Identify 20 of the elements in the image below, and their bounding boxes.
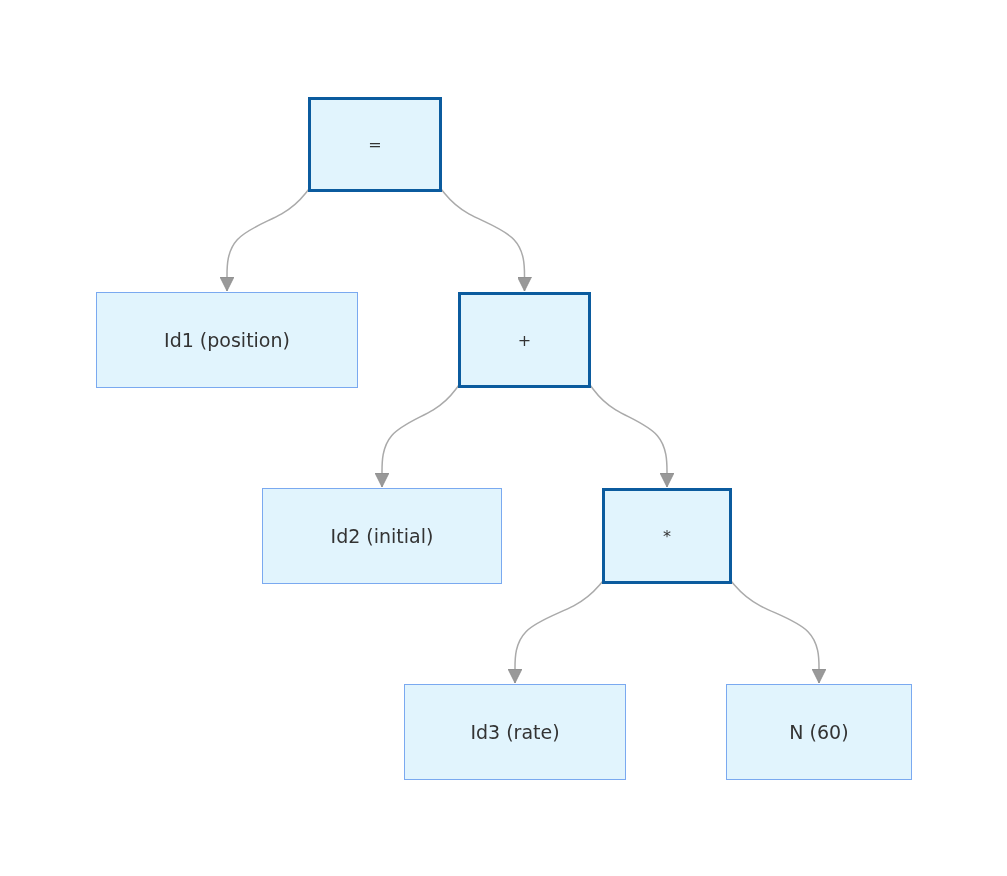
operand-box bbox=[262, 488, 502, 584]
arrow bbox=[219, 188, 310, 292]
operator-box bbox=[458, 292, 591, 388]
node-label: * bbox=[663, 526, 671, 546]
operator-box bbox=[602, 488, 732, 584]
arrow bbox=[589, 384, 675, 488]
operator-box bbox=[308, 97, 442, 192]
node-label: + bbox=[517, 330, 532, 350]
arrow bbox=[374, 384, 460, 488]
operand-box bbox=[726, 684, 912, 780]
node-label: Id1 (position) bbox=[164, 329, 290, 351]
node-label: Id2 (initial) bbox=[330, 525, 434, 547]
arrow bbox=[507, 580, 604, 684]
operand-box bbox=[96, 292, 358, 388]
arrow bbox=[440, 188, 532, 292]
operand-box bbox=[404, 684, 626, 780]
node-label: = bbox=[368, 135, 382, 154]
node-label: N (60) bbox=[789, 721, 849, 743]
arrow bbox=[730, 580, 827, 684]
node-label: Id3 (rate) bbox=[470, 721, 560, 743]
